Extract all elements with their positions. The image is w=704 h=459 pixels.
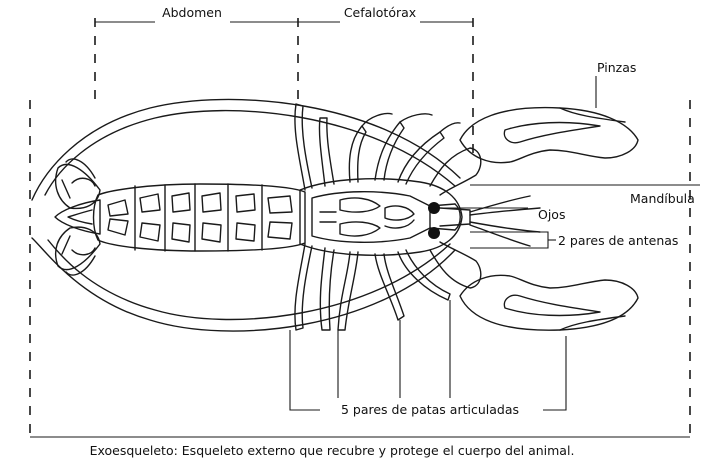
walking-legs-lower [295,244,450,330]
region-brackets [95,18,473,160]
cephalothorax-label: Cefalotórax [344,5,416,20]
right-eye [428,227,440,239]
long-antennae [32,99,460,331]
left-eye [428,202,440,214]
legs-label: 5 pares de patas articuladas [341,402,519,417]
mandible-label: Mandíbula [630,191,695,206]
antennae-label: 2 pares de antenas [558,233,678,248]
eyes-label: Ojos [538,207,565,222]
exoskeleton-label: Exoesqueleto: Esqueleto externo que recu… [90,443,575,458]
abdomen-body [94,184,306,251]
abdomen-label: Abdomen [162,5,222,20]
short-antennae [470,196,540,246]
claws-label: Pinzas [597,60,636,75]
